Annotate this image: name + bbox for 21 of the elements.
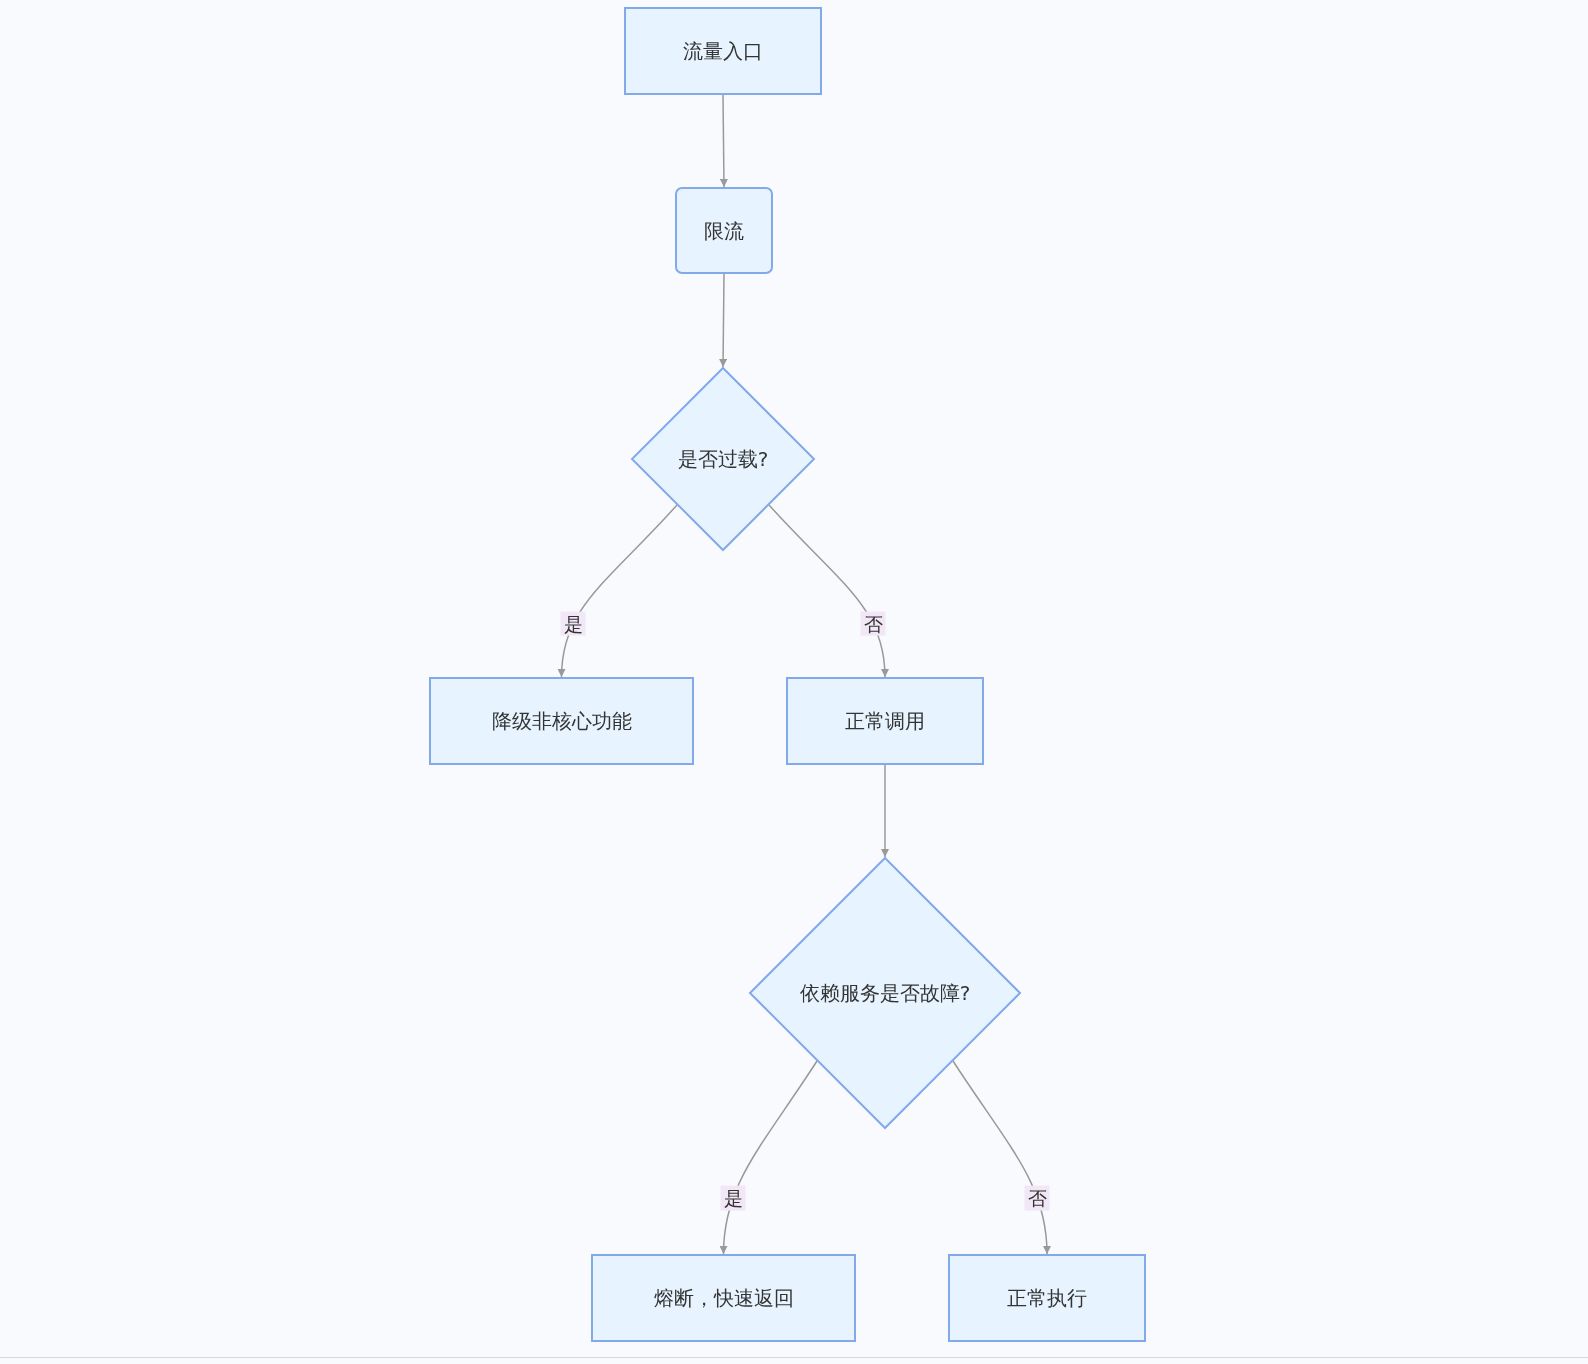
edge-label: 是 xyxy=(560,611,586,636)
edge-label: 否 xyxy=(1024,1185,1050,1211)
edge-label: 是 xyxy=(720,1185,746,1211)
node-label: 正常调用 xyxy=(845,708,925,734)
arrow xyxy=(719,94,728,188)
node-label: 流量入口 xyxy=(683,38,763,64)
node-label: 正常执行 xyxy=(1007,1285,1087,1311)
arrow xyxy=(881,764,889,858)
node-label: 是否过载? xyxy=(677,446,769,472)
process-box xyxy=(948,1254,1146,1342)
process-box xyxy=(429,677,694,765)
process-box xyxy=(786,677,984,765)
node-label: 依赖服务是否故障? xyxy=(799,980,971,1006)
process-box xyxy=(675,187,773,274)
node-label: 降级非核心功能 xyxy=(491,708,632,734)
arrow xyxy=(719,273,728,368)
edge-label: 否 xyxy=(860,611,886,636)
process-box xyxy=(624,7,822,95)
node-label: 限流 xyxy=(704,217,744,244)
node-label: 熔断，快速返回 xyxy=(653,1285,794,1311)
process-box xyxy=(591,1254,856,1342)
